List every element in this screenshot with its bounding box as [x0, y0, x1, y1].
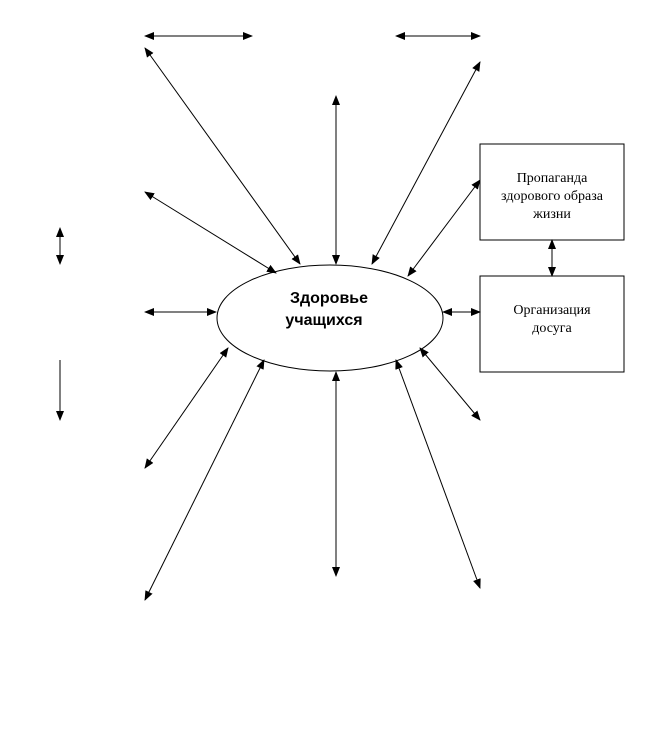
arrow-propaganda-to-center [407, 179, 481, 277]
propaganda-label-line2: здорового образа [501, 189, 604, 204]
propaganda-label-line1: Пропаганда [517, 171, 588, 186]
arrow-bottom-left-short [144, 347, 229, 469]
leisure-label-line1: Организация [513, 303, 591, 318]
center-ellipse [216, 264, 444, 372]
leisure-label-line2: досуга [532, 321, 572, 336]
arrow-bottom-right-long [395, 359, 481, 589]
arrow-top-right-diagonal [371, 61, 481, 265]
arrow-left-upper-diagonal [144, 191, 277, 274]
arrow-top-left-diagonal [144, 47, 301, 265]
arrow-bottom-right-short [419, 347, 481, 421]
center-label-line2: учащихся [285, 312, 362, 329]
arrow-bottom-left-long [144, 359, 265, 601]
center-label-line1: Здоровье [290, 290, 368, 307]
propaganda-box [479, 143, 625, 241]
propaganda-label-line3: жизни [532, 207, 571, 222]
